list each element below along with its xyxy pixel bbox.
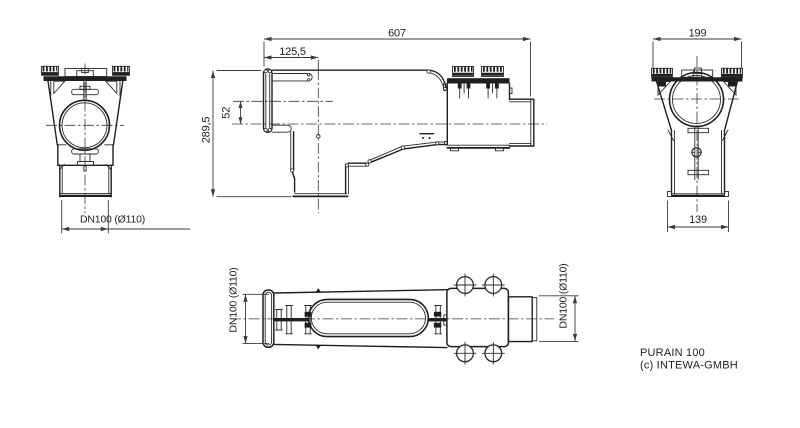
filter-box <box>443 78 513 152</box>
dim-drop-label: 52 <box>221 107 233 119</box>
box-ribbed-tab-right <box>481 66 504 77</box>
body-outline <box>655 80 739 197</box>
front-pipe-dimension: DN100 (Ø110) <box>61 200 190 234</box>
outlet-opening-outer <box>58 99 111 152</box>
foot <box>450 147 459 152</box>
ribbed-tab-right <box>112 65 130 76</box>
inlet-opening-outer <box>668 71 725 128</box>
dim-139: 139 <box>667 200 729 232</box>
lid-cap <box>64 68 108 77</box>
dim-289-5: 289,5 <box>201 70 292 198</box>
ribbed-tab-left <box>41 65 59 76</box>
water-level-mark <box>419 132 435 139</box>
dim-top-inlet: DN100 (Ø110) <box>228 267 269 345</box>
inlet-socket <box>262 68 313 133</box>
joint-marker <box>426 69 431 74</box>
dim-199: 199 <box>652 27 742 69</box>
flange-bar <box>43 76 127 81</box>
lower-clamp <box>71 148 99 172</box>
front-view: DN100 (Ø110) <box>41 63 190 234</box>
foot <box>724 191 729 197</box>
cross-tick-b <box>285 305 293 335</box>
top-inlet-size-label: DN100 (Ø110) <box>228 267 240 332</box>
inlet-opening-inner <box>672 75 721 124</box>
bottom-view: DN100 (Ø110) DN100 (Ø110) <box>228 263 579 365</box>
copyright-text: (c) INTEWA-GMBH <box>640 360 738 372</box>
dim-flange-width-label: 199 <box>689 27 707 39</box>
front-pipe-size-label: DN100 (Ø110) <box>80 214 145 226</box>
title-block: PURAIN 100 (c) INTEWA-GMBH <box>640 347 738 372</box>
foot <box>495 147 504 152</box>
body-edge-top <box>273 289 448 294</box>
upper-clamp <box>71 80 99 101</box>
dim-top-outlet: DN100 (Ø110) <box>539 263 579 342</box>
cross-tick-a <box>275 309 283 331</box>
dim-607: 607 <box>263 27 531 97</box>
dim-body-width-label: 139 <box>689 214 707 226</box>
product-name: PURAIN 100 <box>640 347 705 359</box>
dim-length-label: 607 <box>388 27 406 39</box>
box-ribbed-tab-left <box>452 66 474 77</box>
body-edge-bottom <box>273 343 448 349</box>
edge-lug <box>315 288 322 293</box>
top-curve-outer <box>427 69 447 89</box>
dim-inlet-offset-label: 125,5 <box>279 46 306 58</box>
siphon-box <box>443 273 510 365</box>
top-outlet-size-label: DN100 (Ø110) <box>558 263 570 328</box>
dim-height-label: 289,5 <box>201 117 213 144</box>
cross-tick-d <box>433 305 442 335</box>
top-curve-inner <box>427 72 445 89</box>
skimmer-rod <box>687 126 709 180</box>
sump-profile <box>290 131 448 198</box>
filter-slot <box>307 298 430 338</box>
edge-lug <box>315 344 322 350</box>
lid-clamp-left <box>457 83 471 99</box>
outlet-pipe <box>508 98 535 147</box>
dim-125-5: 125,5 <box>264 46 319 69</box>
outlet-opening-inner <box>61 102 108 149</box>
flange-bar <box>651 77 743 82</box>
knob-screws <box>453 273 505 365</box>
dim-52: 52 <box>221 101 243 124</box>
foot <box>667 191 672 197</box>
end-view: 199 139 <box>651 27 743 232</box>
outlet-pipe <box>507 296 538 343</box>
outlet-stub <box>59 164 112 198</box>
lid-clamp-right <box>486 83 499 99</box>
tie-bar-right <box>428 318 447 322</box>
side-view: 607 125,5 289,5 52 <box>201 27 547 213</box>
